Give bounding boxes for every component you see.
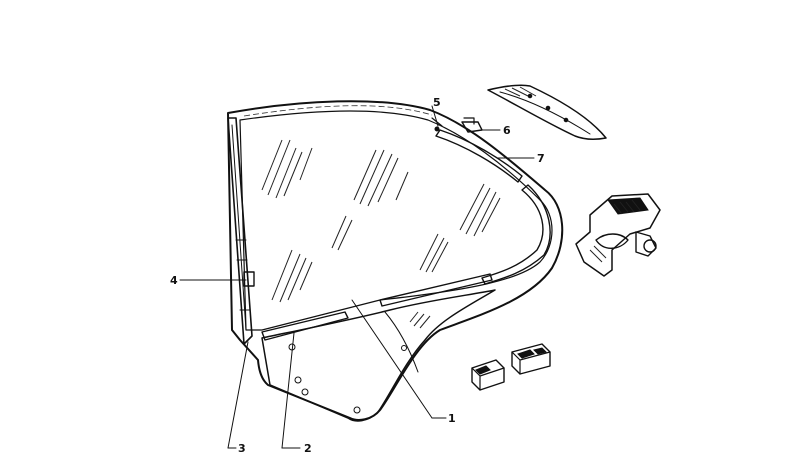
spacer-block-left [471,359,505,391]
upper-channel-strip [435,129,523,183]
callout-7: 7 [537,152,545,165]
clip-part-6 [461,117,483,133]
seal-clip [243,271,255,287]
leader-lines [179,105,535,449]
lower-door-panel [261,289,496,422]
lower-glass-channel-rear [379,273,493,307]
rear-quarter-window-assembly [227,100,564,422]
leader-line-3 [227,341,249,449]
front-vertical-seal [227,117,253,345]
callout-4: 4 [170,274,178,287]
leader-line-1 [351,299,433,419]
spacer-block-right [511,343,551,375]
glass-inner-edge [239,110,553,331]
mount-hole [401,345,407,351]
hinge-bracket [575,193,661,277]
mount-hole [301,388,309,396]
panel-shading [409,311,431,329]
callout-1: 1 [448,412,456,425]
callout-2: 2 [304,442,312,455]
callout-3: 3 [238,442,246,455]
leader-line-2 [281,332,295,449]
seal-rivet [434,126,440,132]
lower-panel-inner-line [384,311,419,373]
front-seal-inner [231,124,247,331]
window-frame-outline [227,100,564,421]
mount-hole [353,406,361,414]
callout-6: 6 [503,124,511,137]
lower-glass-channel [261,311,349,341]
mount-hole [294,376,302,384]
upper-trim-strip [487,84,607,141]
glass-reflection-hatching [261,139,501,303]
frame-dashed-line [243,105,433,117]
leader-line-5 [431,105,439,127]
rear-curved-seal [481,184,551,285]
callout-5: 5 [433,96,441,109]
